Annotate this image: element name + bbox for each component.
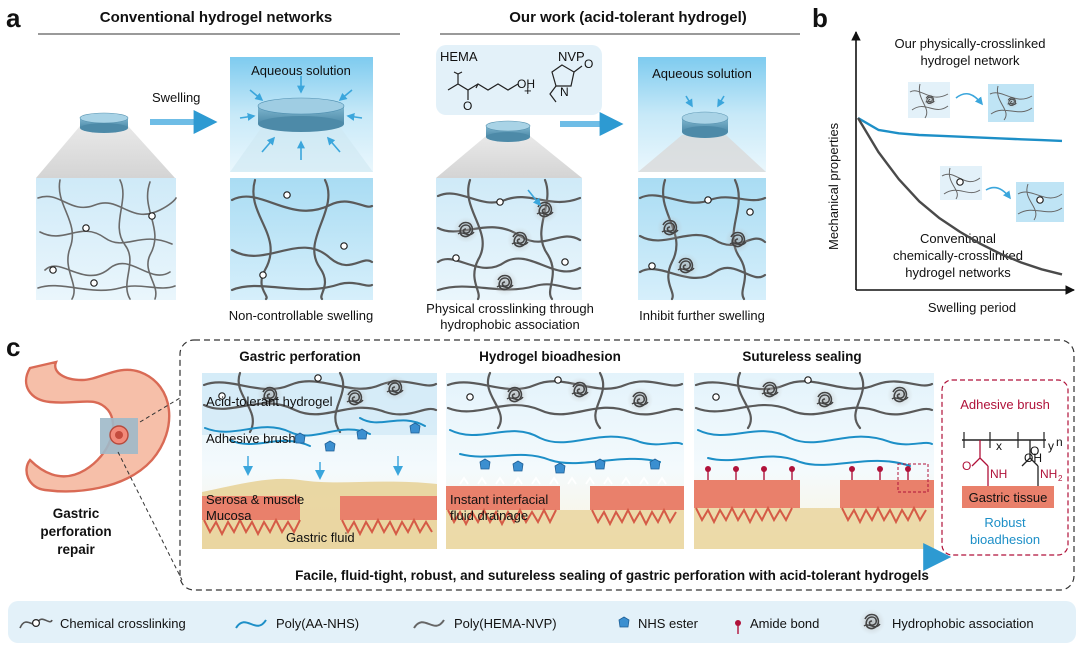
stomach-illustration xyxy=(24,360,171,493)
inset-o-top: O xyxy=(1030,444,1039,458)
b-icon-conv-before xyxy=(940,166,982,200)
b-icon-arrow-2 xyxy=(985,186,1011,200)
legend-box xyxy=(8,601,1076,643)
inset-gastric-tissue: Gastric tissue xyxy=(969,490,1048,505)
b-xlabel: Swelling period xyxy=(928,300,1016,315)
b-icon-arrow-1 xyxy=(955,92,983,106)
panel-b: b Mechanical properties Swelling period … xyxy=(812,3,1075,315)
aqueous-solution-label-2: Aqueous solution xyxy=(652,66,752,81)
hema-label: HEMA xyxy=(440,49,478,64)
conventional-network-dry xyxy=(36,178,177,300)
stage-title-3: Sutureless sealing xyxy=(742,349,861,364)
inset-oh: OH xyxy=(1024,451,1042,465)
legend-polyhema-icon xyxy=(413,619,445,629)
legend-nhs: NHS ester xyxy=(638,616,699,631)
caption-physical-2: hydrophobic association xyxy=(440,317,579,332)
nvp-oxygen-label: O xyxy=(584,57,593,71)
panel-b-letter: b xyxy=(812,3,828,33)
stage-title-1: Gastric perforation xyxy=(239,349,361,364)
legend-hydrophobic-icon xyxy=(858,608,886,636)
label-gastric-fluid: Gastric fluid xyxy=(286,530,355,545)
b-ours-label-1: Our physically-crosslinked xyxy=(895,36,1046,51)
stage-1-scene xyxy=(202,371,438,549)
inset-sub-x: x xyxy=(996,439,1002,453)
inset-o-left: O xyxy=(962,459,971,473)
b-conv-label-3: hydrogel networks xyxy=(905,265,1011,280)
panel-c-letter: c xyxy=(6,332,20,362)
stage-3-scene xyxy=(694,371,934,549)
legend-polyhema: Poly(HEMA-NVP) xyxy=(454,616,557,631)
legend: Chemical crosslinking Poly(AA-NHS) Poly(… xyxy=(8,601,1076,643)
aqueous-solution-label-1: Aqueous solution xyxy=(251,63,351,78)
plus-sign: + xyxy=(524,83,532,98)
caption-physical-1: Physical crosslinking through xyxy=(426,301,594,316)
swelling-label: Swelling xyxy=(152,90,200,105)
legend-hydrophobic: Hydrophobic association xyxy=(892,616,1034,631)
caption-inhibit: Inhibit further swelling xyxy=(639,308,765,323)
inset-sub-n: n xyxy=(1056,435,1063,449)
b-conv-label-1: Conventional xyxy=(920,231,996,246)
stage-2-scene xyxy=(446,371,684,549)
b-icon-ours-before xyxy=(908,82,950,119)
b-ylabel: Mechanical properties xyxy=(826,122,841,250)
caption-noncontrollable: Non-controllable swelling xyxy=(229,308,374,323)
legend-amide: Amide bond xyxy=(750,616,819,631)
legend-chemical-icon xyxy=(19,618,53,629)
aqueous-box-1 xyxy=(230,57,373,172)
b-conv-label-2: chemically-crosslinked xyxy=(893,248,1023,263)
our-network-swollen xyxy=(638,178,767,301)
our-hydrogel-disk xyxy=(436,120,582,178)
inset-nh: NH xyxy=(990,467,1007,481)
b-chart-lines xyxy=(856,116,1063,276)
conventional-network-swollen xyxy=(230,178,374,301)
label-serosa: Serosa & muscle xyxy=(206,492,304,507)
our-work-title: Our work (acid-tolerant hydrogel) xyxy=(509,9,747,26)
b-series-conventional-line xyxy=(856,117,1063,276)
our-network-dry xyxy=(436,178,582,301)
panel-c: c Gastric perforation repair Gastric per… xyxy=(6,332,1075,591)
dry-hydrogel-disk xyxy=(36,112,175,178)
label-drainage-2: fluid drainage xyxy=(450,508,528,523)
nvp-label: NVP xyxy=(558,49,585,64)
footer-text: Facile, fluid-tight, robust, and suturel… xyxy=(295,568,929,583)
label-acid-hydrogel: Acid-tolerant hydrogel xyxy=(206,394,333,409)
inset-sub-2: 2 xyxy=(1058,474,1063,483)
b-icon-conv-after xyxy=(1016,182,1064,222)
zoom-line-bottom xyxy=(117,451,183,581)
hydroxyl-label: OH xyxy=(517,77,535,91)
label-mucosa: Mucosa xyxy=(206,508,252,523)
panel-c-frame xyxy=(179,339,1075,591)
stomach-caption-2: perforation xyxy=(40,524,111,539)
monomer-box xyxy=(436,45,602,115)
inset-robust-1: Robust xyxy=(984,515,1026,530)
conventional-title: Conventional hydrogel networks xyxy=(100,9,333,26)
inset-sub-y: y xyxy=(1048,439,1054,453)
nvp-nitrogen-label: N xyxy=(560,85,569,99)
adhesive-brush-inset xyxy=(941,379,1069,556)
label-adhesive-brush: Adhesive brush xyxy=(206,431,296,446)
inset-robust-2: bioadhesion xyxy=(970,532,1040,547)
b-icon-ours-after xyxy=(988,84,1034,122)
legend-polyaa: Poly(AA-NHS) xyxy=(276,616,359,631)
legend-polyaa-icon xyxy=(235,619,267,629)
panel-a: a Conventional hydrogel networks Our wor… xyxy=(6,3,800,332)
aqueous-box-2 xyxy=(638,57,766,172)
stomach-caption-1: Gastric xyxy=(53,506,100,521)
oxygen-label: O xyxy=(463,99,472,113)
label-drainage-1: Instant interfacial xyxy=(450,492,548,507)
panel-a-letter: a xyxy=(6,3,21,33)
b-ours-label-2: hydrogel network xyxy=(921,53,1020,68)
b-series-ours-line xyxy=(857,116,1063,143)
inset-nh2: NH xyxy=(1040,467,1057,481)
stomach-caption-3: repair xyxy=(57,542,95,557)
stage-title-2: Hydrogel bioadhesion xyxy=(479,349,621,364)
zoom-line-top xyxy=(139,397,181,423)
legend-chemical: Chemical crosslinking xyxy=(60,616,186,631)
inset-title: Adhesive brush xyxy=(960,397,1050,412)
